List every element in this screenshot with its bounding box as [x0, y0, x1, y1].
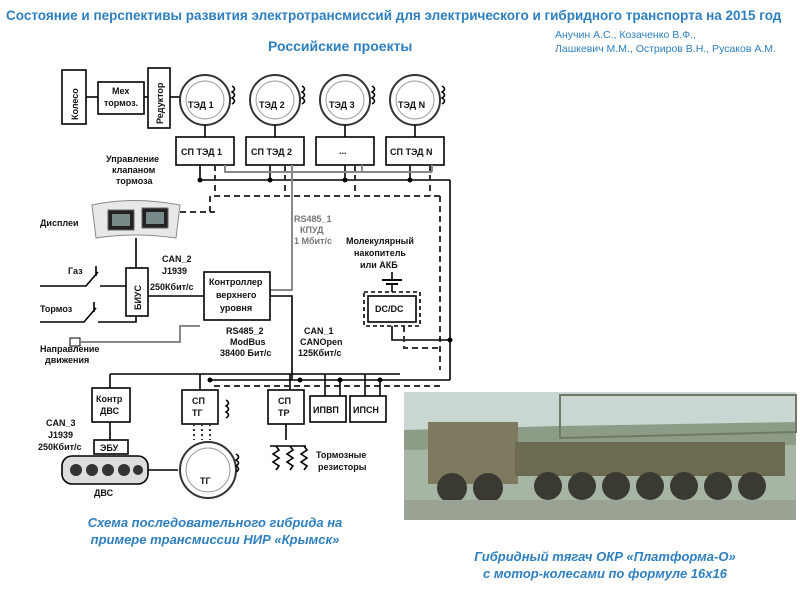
ipsn-label: ИПСН [353, 405, 379, 415]
dcdc-box: DC/DC [363, 291, 421, 327]
motor-ted-3-label: ТЭД 3 [329, 100, 355, 110]
top-level-controller-box: Контроллер верхнего уровня [203, 271, 271, 321]
generator-tg: ТГ [179, 441, 240, 499]
bius-box: БИУС [125, 267, 149, 317]
section-subtitle: Российские проекты [268, 38, 413, 54]
left-caption: Схема последовательного гибрида на приме… [30, 514, 400, 548]
right-caption: Гибридный тягач ОКР «Платформа-О» с мото… [420, 548, 790, 582]
displays-panel [91, 200, 181, 239]
engine-controller-label-1: Контр [96, 394, 123, 404]
generator-label: ТГ [200, 476, 211, 486]
can1-label-3: 125Кбит/с [298, 348, 342, 358]
rs485-1-label-2: КПУД [300, 225, 324, 235]
page-title: Состояние и перспективы развития электро… [6, 8, 782, 23]
right-caption-line-1: Гибридный тягач ОКР «Платформа-О» [474, 549, 736, 564]
controller-label-2: верхнего [216, 290, 257, 300]
ipvp-label: ИПВП [313, 405, 339, 415]
converter-sp-ted-n: СП ТЭД N [385, 136, 445, 166]
wheel-label: Колесо [70, 88, 80, 120]
left-caption-line-2: примере трансмиссии НИР «Крымск» [90, 532, 340, 547]
displays-label: Дисплеи [40, 218, 79, 228]
controller-label-3: уровня [220, 303, 252, 313]
converter-sp-ted-2-label: СП ТЭД 2 [251, 147, 292, 157]
brake-valve-label-2: клапаном [112, 165, 156, 175]
can3-label-1: CAN_3 [46, 418, 76, 428]
converter-sp-ted-1-label: СП ТЭД 1 [181, 147, 222, 157]
storage-label-2: накопитель [354, 248, 406, 258]
controller-label-1: Контроллер [209, 277, 263, 287]
motor-ted-n-label: ТЭД N [398, 100, 425, 110]
motor-ted-1: ТЭД 1 [179, 74, 236, 126]
storage-label-1: Молекулярный [346, 236, 414, 246]
converter-sp-ted-n-label: СП ТЭД N [390, 147, 433, 157]
reducer-label: Редуктор [155, 82, 165, 124]
brake-resistors-icon [270, 445, 309, 471]
can1-label-2: CANOpen [300, 337, 343, 347]
rs485-2-label-2: ModBus [230, 337, 266, 347]
sp-tg-box: СП ТГ [181, 389, 219, 425]
brake-resistors-label-2: резисторы [318, 462, 367, 472]
reducer-box: Редуктор [147, 67, 171, 129]
engine-label: ДВС [94, 488, 114, 498]
can3-label-3: 250Кбит/с [38, 442, 82, 452]
sp-tg-label-2: ТГ [192, 408, 203, 418]
authors-line-1: Анучин А.С., Козаченко В.Ф., [555, 29, 696, 41]
sp-tr-label-2: ТР [278, 408, 290, 418]
rs485-1-label-1: RS485_1 [294, 214, 332, 224]
brake-label: Тормоз [40, 304, 73, 314]
storage-battery-icon [382, 272, 402, 292]
ebu-box: ЭБУ [93, 439, 129, 455]
authors: Анучин А.С., Козаченко В.Ф., Лашкевич М.… [555, 28, 776, 56]
can1-label-1: CAN_1 [304, 326, 334, 336]
right-caption-line-2: с мотор-колесами по формуле 16х16 [483, 566, 727, 581]
ebu-label: ЭБУ [100, 443, 119, 453]
engine-dvs: ДВС [61, 455, 149, 498]
sp-tr-box: СП ТР [267, 389, 305, 425]
rs485-2-label-3: 38400 Бит/с [220, 348, 271, 358]
engine-controller-label-2: ДВС [100, 406, 120, 416]
converter-ellipsis-label: ... [339, 146, 347, 156]
motor-ted-1-label: ТЭД 1 [188, 100, 214, 110]
can2-label-1: CAN_2 [162, 254, 192, 264]
can2-label-3: 250Кбит/с [150, 282, 194, 292]
motor-ted-n: ТЭД N [389, 74, 446, 126]
dcdc-label: DC/DC [375, 304, 404, 314]
motor-ted-3: ТЭД 3 [319, 74, 376, 126]
authors-line-2: Лашкевич М.М., Остриров В.Н., Русаков А.… [555, 43, 776, 55]
direction-label-2: движения [45, 355, 89, 365]
mech-brake-label-1: Мех [112, 86, 129, 96]
gas-label: Газ [68, 266, 83, 276]
converter-sp-ted-2: СП ТЭД 2 [245, 136, 305, 166]
ipvp-box: ИПВП [309, 395, 347, 423]
storage-label-3: или АКБ [360, 260, 398, 270]
motor-ted-2: ТЭД 2 [249, 74, 306, 126]
can2-label-2: J1939 [162, 266, 187, 276]
motor-ted-2-label: ТЭД 2 [259, 100, 285, 110]
direction-label-1: Направление [40, 344, 99, 354]
mech-brake-box: Мех тормоз. [97, 81, 145, 115]
mech-brake-label-2: тормоз. [104, 98, 138, 108]
sp-tr-label-1: СП [278, 396, 291, 406]
wheel-box: Колесо [61, 69, 87, 125]
engine-controller-box: Контр ДВС [91, 387, 131, 423]
left-caption-line-1: Схема последовательного гибрида на [87, 515, 343, 530]
brake-resistors-label-1: Тормозные [316, 450, 366, 460]
brake-valve-label-3: тормоза [116, 176, 153, 186]
can3-label-2: J1939 [48, 430, 73, 440]
brake-valve-label-1: Управление [106, 154, 159, 164]
bius-label: БИУС [133, 284, 143, 310]
rs485-1-label-3: 1 Мбит/с [294, 236, 332, 246]
sp-tg-label-1: СП [192, 396, 205, 406]
vehicle-photo [404, 392, 797, 520]
converter-ellipsis: ... [315, 136, 375, 166]
ipsn-box: ИПСН [349, 395, 387, 423]
rs485-2-label-1: RS485_2 [226, 326, 264, 336]
converter-sp-ted-1: СП ТЭД 1 [175, 136, 235, 166]
